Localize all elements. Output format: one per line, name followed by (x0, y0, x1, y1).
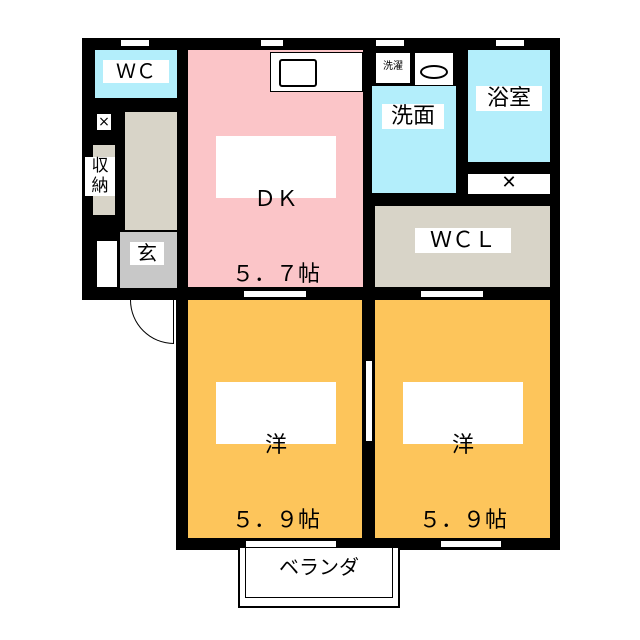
western2-label: 洋 ５．９帖 (403, 382, 523, 533)
window (440, 540, 502, 548)
storage-x-box: ✕ (468, 174, 550, 194)
wc-label: ＷＣ (103, 60, 169, 83)
laundry-label: 洗濯 (383, 61, 403, 72)
room-entrance: 玄 (120, 232, 177, 288)
room-wc: ＷＣ (95, 50, 177, 98)
storage-label: 収 納 (85, 156, 115, 197)
western1-label: 洋 ５．９帖 (216, 382, 336, 533)
sliding-door[interactable] (365, 360, 373, 442)
room-storage: 収 納 (85, 145, 115, 215)
wcl-label: ＷＣＬ (415, 228, 511, 254)
balcony: ベランダ (238, 548, 400, 608)
sink-icon (279, 59, 317, 87)
western1-name: 洋 (264, 432, 287, 458)
bath-label: 浴室 (476, 86, 542, 112)
window (495, 39, 525, 47)
dk-size: ５．７帖 (231, 262, 320, 288)
window (120, 39, 150, 47)
balcony-label: ベランダ (262, 556, 376, 579)
vent-icon: × (96, 113, 112, 131)
western2-name: 洋 (451, 432, 474, 458)
shoe-cabinet (96, 240, 118, 288)
room-dk: ＤＫ ５．７帖 (188, 50, 363, 287)
western1-size: ５．９帖 (231, 508, 320, 534)
entry-door[interactable] (130, 300, 174, 344)
room-wcl: ＷＣＬ (375, 206, 550, 287)
room-washroom: 洗面 (372, 86, 456, 193)
closet-hall (125, 112, 177, 230)
sliding-door[interactable] (243, 290, 307, 298)
entrance-label: 玄 (130, 242, 164, 265)
western2-size: ５．９帖 (418, 508, 507, 534)
window (375, 39, 405, 47)
sliding-door[interactable] (420, 290, 484, 298)
balcony-window[interactable] (245, 540, 337, 548)
washbasin-icon (414, 52, 454, 86)
washroom-label: 洗面 (382, 104, 444, 130)
kitchen-counter (270, 52, 363, 92)
window (260, 39, 284, 47)
dk-name: ＤＫ (253, 186, 298, 212)
room-western-1: 洋 ５．９帖 (188, 300, 362, 538)
room-bath: 浴室 (468, 50, 550, 162)
room-laundry: 洗濯 (375, 52, 411, 84)
dk-label: ＤＫ ５．７帖 (216, 136, 336, 287)
room-western-2: 洋 ５．９帖 (375, 300, 550, 538)
